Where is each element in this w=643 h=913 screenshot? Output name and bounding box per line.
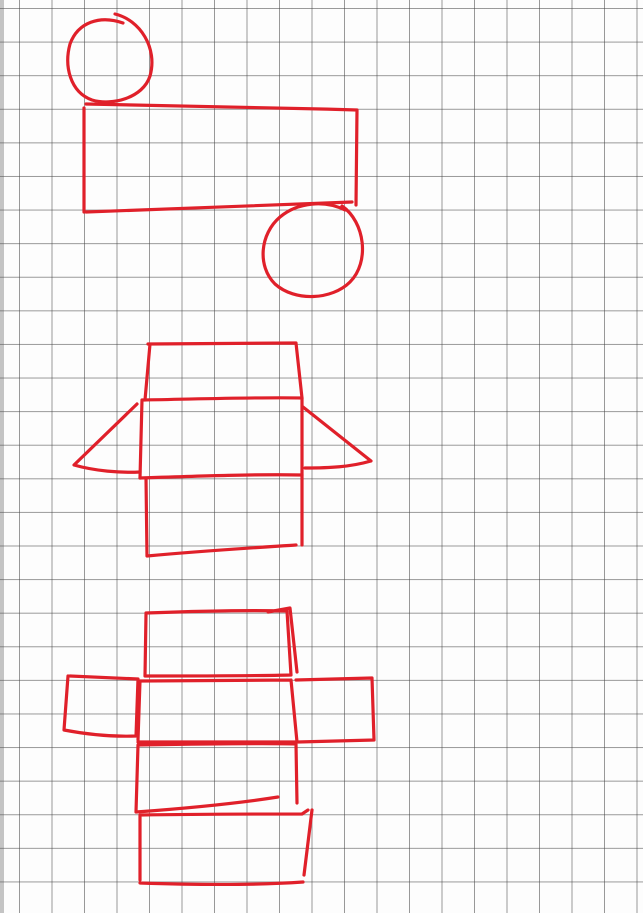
- triangular-prism-net: [74, 343, 371, 556]
- cuboid-top-face: [145, 608, 297, 676]
- cylinder-bottom-circle: [263, 204, 362, 297]
- cylinder-net: [68, 14, 363, 297]
- cuboid-back-face: [140, 810, 312, 884]
- prism-rectangle-2: [140, 398, 302, 478]
- cuboid-left-face: [64, 676, 138, 736]
- prism-rectangle-3: [140, 475, 302, 556]
- prism-left-triangle: [74, 404, 140, 472]
- prism-rectangle-1: [145, 343, 302, 400]
- cuboid-bottom-face: [136, 744, 297, 812]
- cylinder-body-rectangle: [84, 104, 357, 212]
- prism-right-triangle: [303, 407, 371, 468]
- cuboid-front-face: [138, 680, 297, 742]
- cuboid-net: [64, 608, 374, 884]
- cuboid-right-face: [296, 678, 374, 742]
- cylinder-top-circle: [68, 14, 152, 102]
